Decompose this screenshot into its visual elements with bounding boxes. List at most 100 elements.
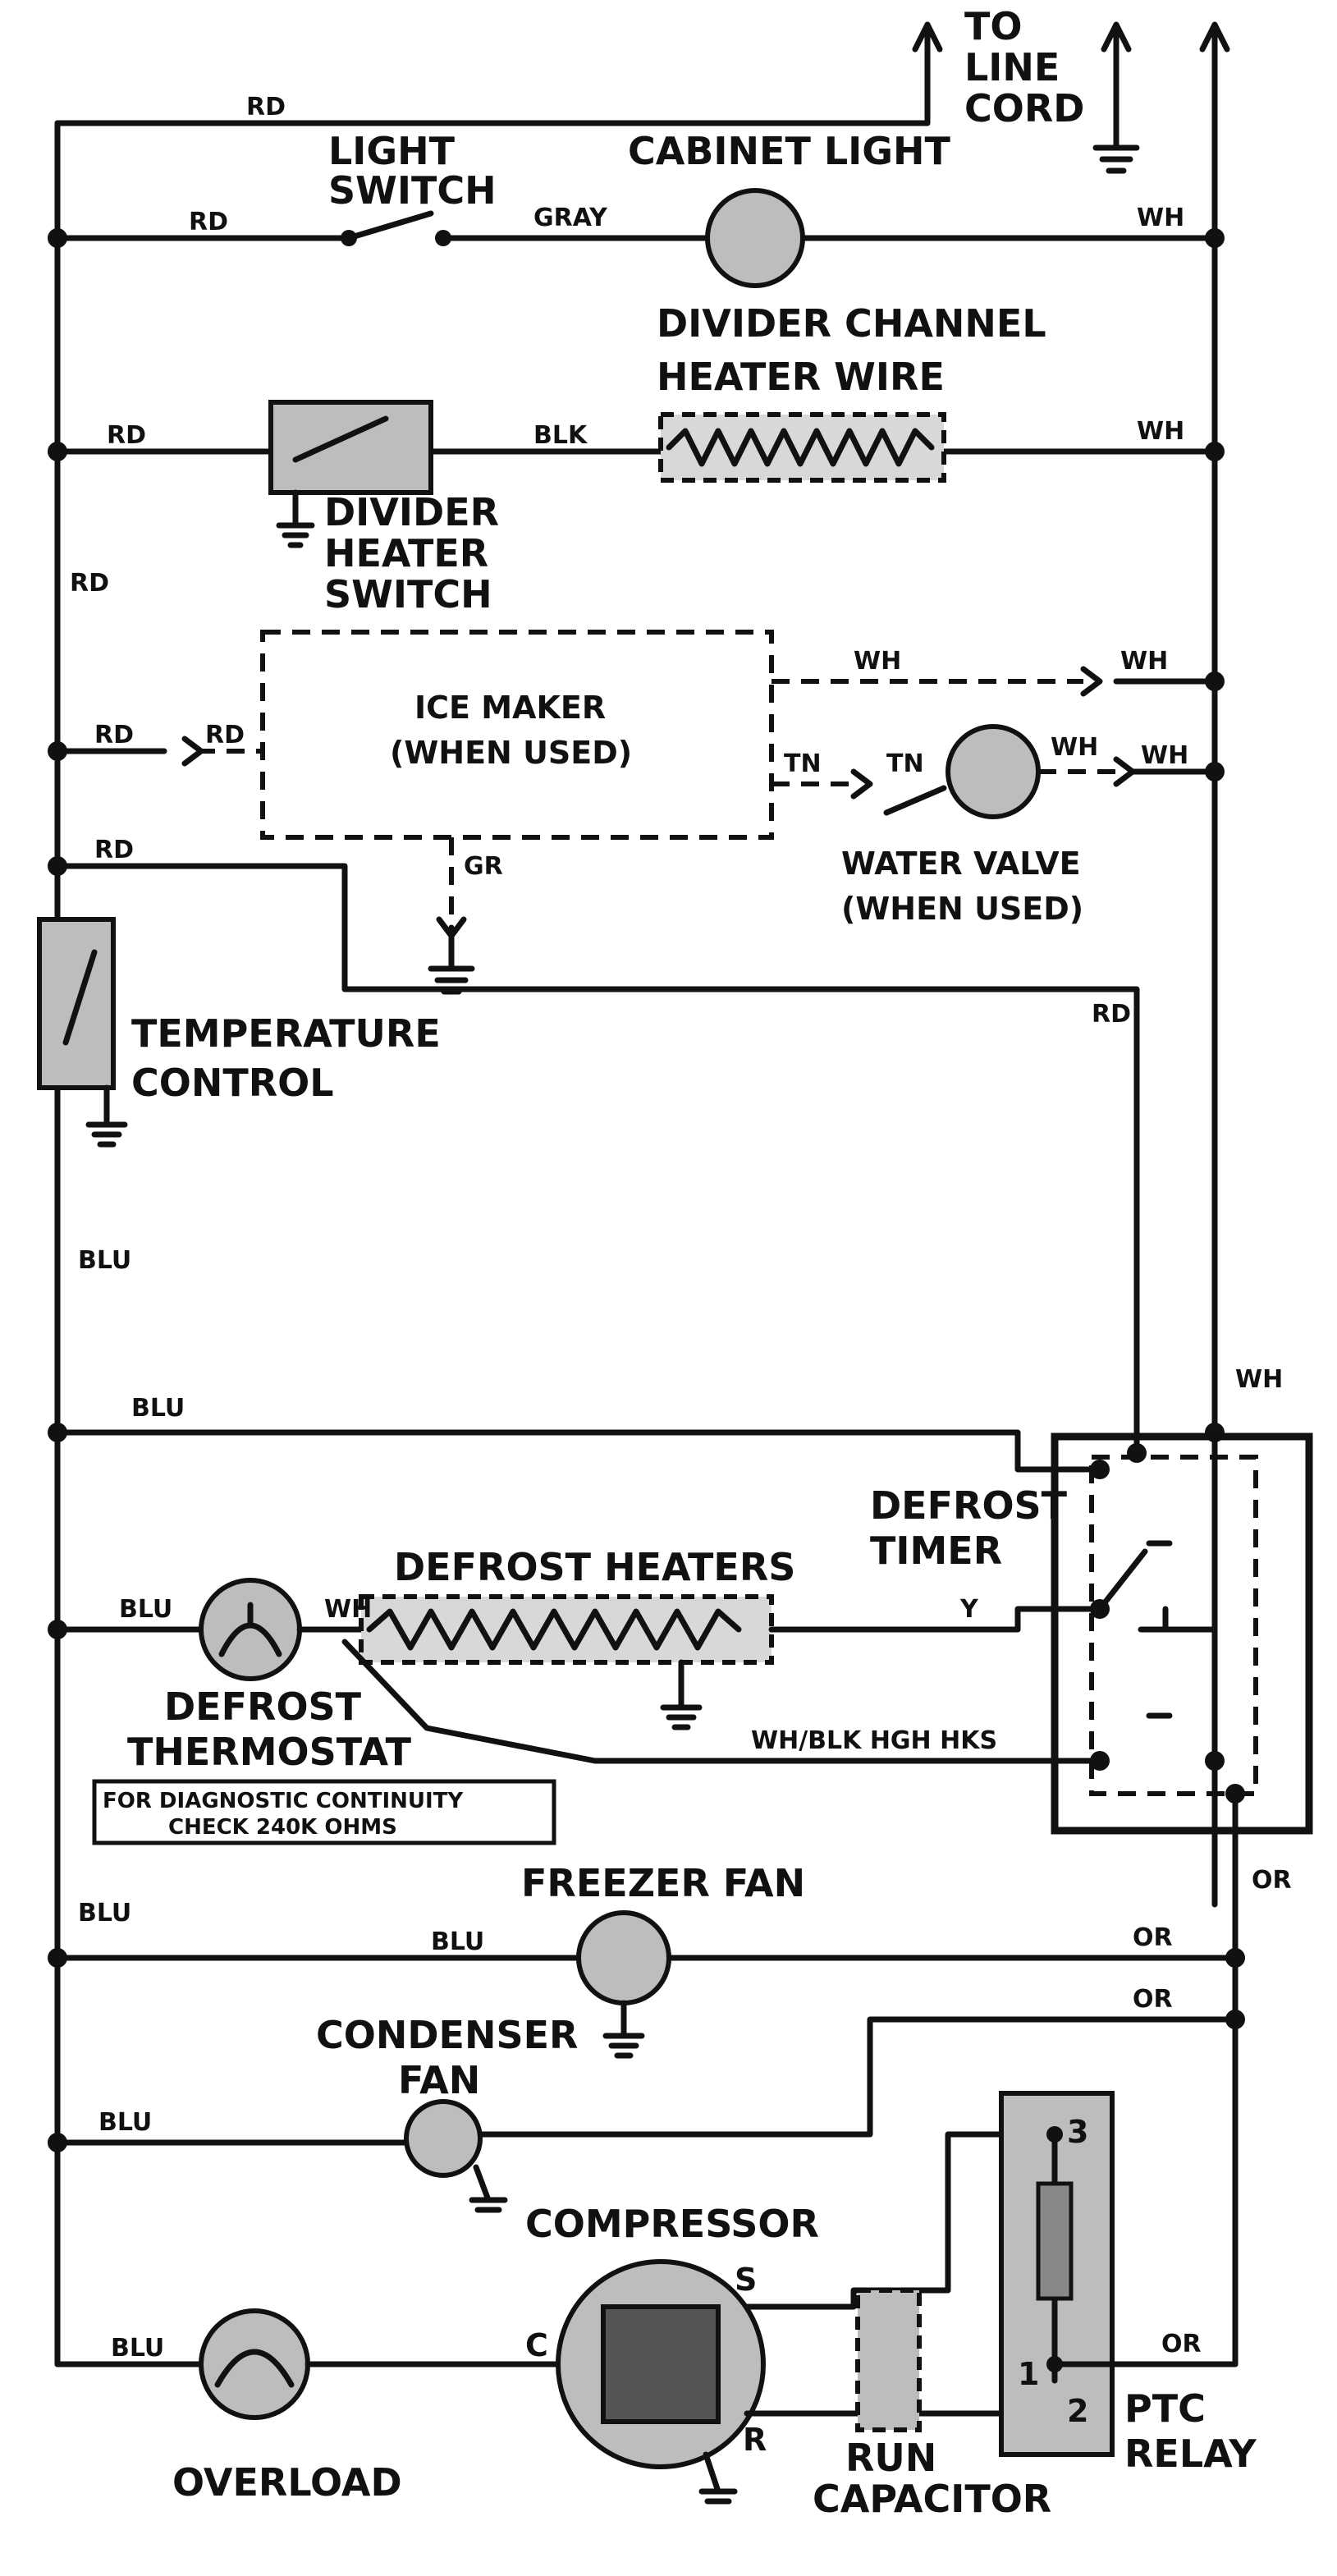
wh-wire-label: WH xyxy=(1051,733,1098,762)
blu-wire-label: BLU xyxy=(98,2108,152,2137)
defrost-heaters-label: DEFROST HEATERS xyxy=(394,1545,795,1589)
ice-maker-box xyxy=(260,630,774,840)
temperature-control-label-2: CONTROL xyxy=(131,1061,334,1105)
relay-terminal-3: 3 xyxy=(1067,2114,1088,2150)
light-switch-contact-b xyxy=(435,230,451,246)
junction-dot xyxy=(48,228,67,248)
compressor-c-terminal: C xyxy=(525,2327,548,2363)
diagnostic-note-line-1: FOR DIAGNOSTIC CONTINUITY xyxy=(103,1789,464,1813)
relay-terminal-2: 2 xyxy=(1067,2393,1088,2429)
ground-line-arrow xyxy=(1101,21,1132,151)
or-wire-label: OR xyxy=(1133,1985,1173,2014)
compressor-label: COMPRESSOR xyxy=(525,2202,819,2246)
water-valve-label-2: (WHEN USED) xyxy=(841,891,1083,927)
junction-dot xyxy=(48,741,67,761)
timer-terminal-dot xyxy=(1090,1460,1110,1479)
or-wire-label: OR xyxy=(1133,1923,1173,1952)
defrost-thermostat-label-1: DEFROST xyxy=(164,1684,362,1729)
rd-timer-wire xyxy=(54,863,1140,1456)
light-switch-blade xyxy=(346,210,434,241)
defrost-thermostat-icon xyxy=(199,1578,302,1681)
divider-heater-wire-icon xyxy=(658,412,946,483)
tn-wire-label: TN xyxy=(886,749,924,778)
junction-dot xyxy=(1205,762,1225,782)
condenser-fan-ground-icon xyxy=(469,2164,508,2213)
blu-wire-label: BLU xyxy=(131,1394,185,1423)
blu-wire-label: BLU xyxy=(78,1899,131,1927)
run-capacitor-label-1: RUN xyxy=(845,2436,936,2480)
junction-dot xyxy=(48,1948,67,1968)
wh-wire-label: WH xyxy=(1137,417,1184,446)
rd-wire-label: RD xyxy=(1092,1000,1131,1029)
water-valve-label-1: WATER VALVE xyxy=(841,846,1081,882)
junction-dot xyxy=(48,1620,67,1639)
blu-timer-wire xyxy=(54,1429,1103,1473)
run-capacitor-label-2: CAPACITOR xyxy=(813,2477,1051,2521)
run-capacitor-icon xyxy=(855,2288,922,2432)
junction-dot xyxy=(48,1423,67,1442)
divider-switch-blade xyxy=(292,415,389,463)
defrost-timer-label-2: TIMER xyxy=(870,1529,1002,1573)
to-line-cord-label-3: CORD xyxy=(964,86,1084,131)
defrost-y-wire xyxy=(768,1606,1103,1633)
divider-channel-label-1: DIVIDER CHANNEL xyxy=(657,301,1046,346)
temperature-control-blade xyxy=(62,949,98,1046)
to-line-cord-label-1: TO xyxy=(964,4,1022,48)
to-line-cord-label-2: LINE xyxy=(964,45,1060,89)
junction-dot xyxy=(1225,1948,1245,1968)
wh-blk-wire-label: WH/BLK HGH HKS xyxy=(751,1726,997,1755)
ice-maker-tn-arrow xyxy=(850,768,873,800)
condenser-fan-label-2: FAN xyxy=(398,2058,480,2102)
ptc-relay-label-1: PTC xyxy=(1124,2386,1206,2431)
rd-wire-label: RD xyxy=(205,721,245,749)
junction-dot xyxy=(1205,1751,1225,1771)
blu-wire-label: BLU xyxy=(111,2334,164,2363)
thermostat-symbol xyxy=(218,1602,282,1657)
rd-wire-label: RD xyxy=(189,208,228,236)
junction-dot xyxy=(48,856,67,876)
rd-wire-label: RD xyxy=(246,93,286,121)
divider-switch-ground-icon xyxy=(276,489,315,548)
light-switch-label-2: SWITCH xyxy=(328,168,497,213)
junction-dot xyxy=(1205,672,1225,691)
divider-switch-label-1: DIVIDER xyxy=(324,490,499,534)
cabinet-light-bulb-icon xyxy=(705,188,805,288)
ice-maker-label-2: (WHEN USED) xyxy=(390,735,632,771)
overload-icon xyxy=(199,2308,310,2420)
relay-terminal-dot xyxy=(1046,2126,1063,2143)
relay-terminal-1: 1 xyxy=(1018,2356,1039,2392)
ice-maker-wh-wire xyxy=(1080,666,1218,697)
condenser-or-wire xyxy=(477,2016,1239,2138)
gray-wire-label: GRAY xyxy=(533,204,608,232)
freezer-fan-label: FREEZER FAN xyxy=(521,1861,805,1905)
overload-symbol xyxy=(214,2349,295,2388)
defrost-timer-box xyxy=(1051,1432,1313,1835)
or-wire-label: OR xyxy=(1252,1866,1292,1895)
blu-wire-label: BLU xyxy=(78,1246,131,1275)
diagnostic-note-line-2: CHECK 240K OHMS xyxy=(168,1815,397,1840)
divider-switch-label-3: SWITCH xyxy=(324,572,492,616)
ptc-thermistor-icon xyxy=(1036,2181,1074,2301)
junction-dot xyxy=(1205,1423,1225,1442)
light-switch-label-1: LIGHT xyxy=(328,129,456,173)
water-valve-wh-wire xyxy=(1113,756,1218,787)
compressor-s-terminal: S xyxy=(735,2262,757,2298)
timer-contacts xyxy=(1097,1540,1173,1719)
condenser-fan-label-1: CONDENSER xyxy=(316,2013,578,2057)
divider-channel-label-2: HEATER WIRE xyxy=(657,355,945,399)
right-rail-arrow xyxy=(1199,21,1230,53)
water-valve-icon xyxy=(946,724,1041,819)
temperature-control-label-1: TEMPERATURE xyxy=(131,1011,441,1056)
divider-switch-label-2: HEATER xyxy=(324,531,488,575)
gr-wire-label: GR xyxy=(464,852,503,881)
light-switch-contact-a xyxy=(341,230,357,246)
temperature-control-ground-icon xyxy=(85,1084,128,1148)
divider-heater-switch-icon xyxy=(268,400,433,495)
compressor-ground-icon xyxy=(698,2451,738,2505)
cabinet-light-label: CABINET LIGHT xyxy=(628,129,951,173)
line-cord-arrow xyxy=(912,21,943,53)
defrost-thermostat-label-2: THERMOSTAT xyxy=(127,1730,412,1774)
relay-terminal-dot xyxy=(1046,2356,1063,2372)
blu-wire-label: BLU xyxy=(431,1927,484,1956)
ice-maker-label-1: ICE MAKER xyxy=(414,690,606,726)
